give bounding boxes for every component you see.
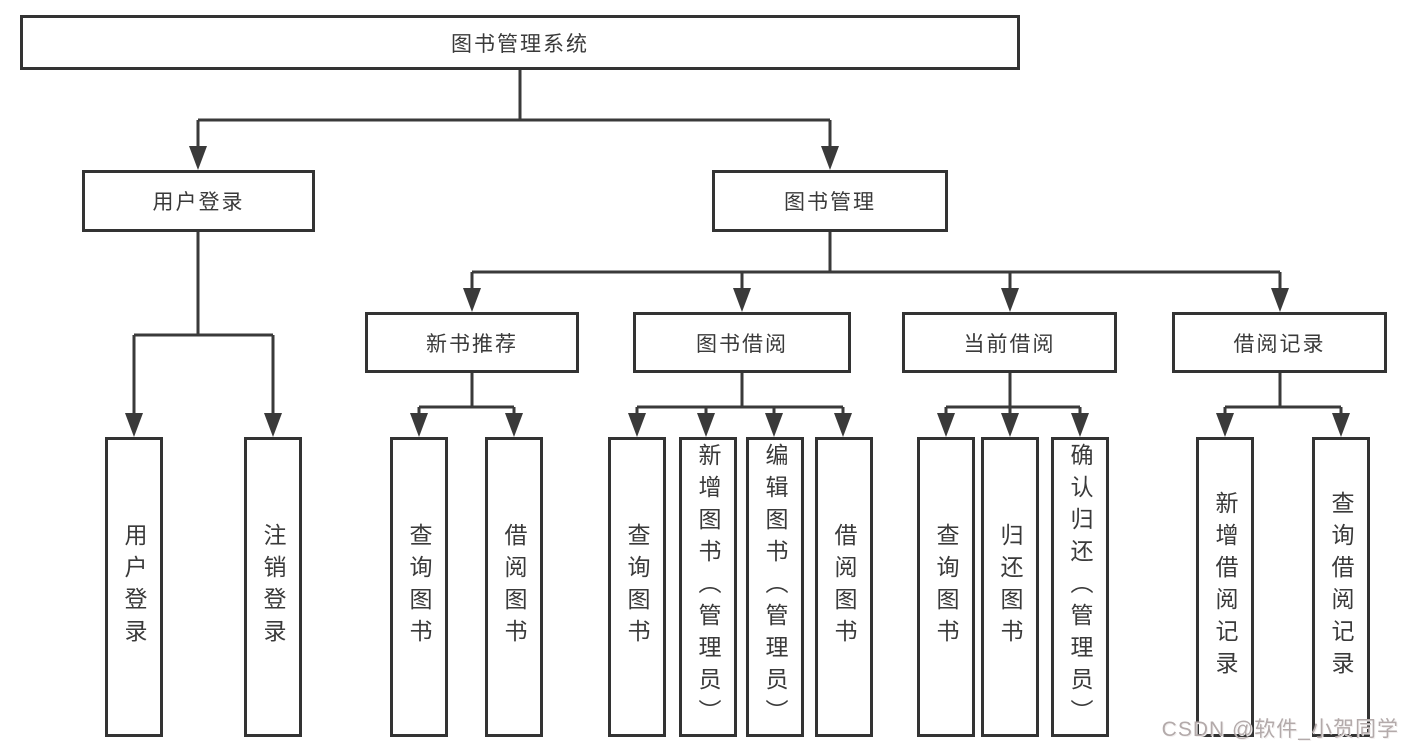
leaf-confirm-return-admin: 确认归还（管理员） — [1051, 437, 1109, 737]
leaf-borrow-books-borrowing: 借阅图书 — [815, 437, 873, 737]
leaf-edit-book-admin: 编辑图书（管理员） — [746, 437, 804, 737]
leaf-query-books-borrowing: 查询图书 — [608, 437, 666, 737]
node-new-book-recommendation: 新书推荐 — [365, 312, 579, 373]
watermark: CSDN @软件_小贺同学 — [1161, 718, 1399, 741]
leaf-return-books: 归还图书 — [981, 437, 1039, 737]
node-library-management-system: 图书管理系统 — [20, 15, 1020, 70]
node-book-borrowing: 图书借阅 — [633, 312, 851, 373]
leaf-query-borrow-record: 查询借阅记录 — [1312, 437, 1370, 737]
leaf-logout: 注销登录 — [244, 437, 302, 737]
arrowhead-icons — [125, 146, 1350, 437]
leaf-add-book-admin: 新增图书（管理员） — [679, 437, 737, 737]
leaf-query-books-current: 查询图书 — [917, 437, 975, 737]
leaf-user-login: 用户登录 — [105, 437, 163, 737]
node-current-borrowing: 当前借阅 — [902, 312, 1117, 373]
node-borrowing-records: 借阅记录 — [1172, 312, 1387, 373]
node-book-management: 图书管理 — [712, 170, 948, 232]
node-user-login: 用户登录 — [82, 170, 315, 232]
leaf-add-borrow-record: 新增借阅记录 — [1196, 437, 1254, 737]
leaf-borrow-books-recommend: 借阅图书 — [485, 437, 543, 737]
leaf-query-books-recommend: 查询图书 — [390, 437, 448, 737]
